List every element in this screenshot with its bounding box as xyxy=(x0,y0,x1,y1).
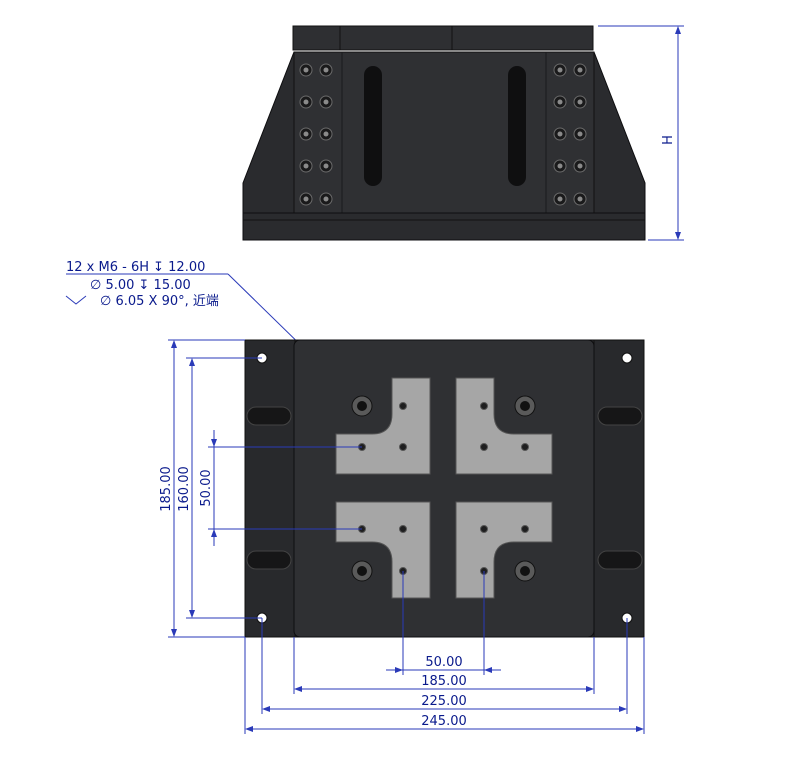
arrowhead xyxy=(636,726,644,732)
cap-screws xyxy=(351,395,536,582)
dim-h-185: 185.00 xyxy=(421,674,467,689)
dimensions: 185.00 160.00 50.00 50.00 185.00 xyxy=(159,339,645,734)
front-view: H xyxy=(242,25,684,241)
countersink-symbol xyxy=(65,295,87,305)
screw-socket xyxy=(557,163,563,169)
screw-heads xyxy=(299,63,587,206)
screw-socket xyxy=(577,131,583,137)
cap-screw-socket xyxy=(520,401,530,411)
arrowhead xyxy=(211,529,217,537)
arrowhead xyxy=(189,610,195,618)
left-rail xyxy=(244,339,296,638)
clamp-lug xyxy=(246,550,292,570)
screw-socket xyxy=(323,196,329,202)
cap-screw-socket xyxy=(520,566,530,576)
arrowhead xyxy=(395,667,403,673)
threaded-hole xyxy=(480,443,488,451)
threaded-hole xyxy=(399,443,407,451)
screw-socket xyxy=(557,99,563,105)
clamp-lug xyxy=(246,406,292,426)
dim-v-185: 185.00 xyxy=(159,466,174,512)
threaded-hole xyxy=(521,443,529,451)
cap-screw-socket xyxy=(357,401,367,411)
clamp-lug xyxy=(597,550,643,570)
screw-socket xyxy=(323,163,329,169)
screw-socket xyxy=(577,67,583,73)
plate-top-right xyxy=(455,377,553,475)
screw-socket xyxy=(577,99,583,105)
top-plate xyxy=(292,25,594,51)
arrowhead xyxy=(294,686,302,692)
arrowhead xyxy=(675,232,681,240)
arrowhead xyxy=(171,340,177,348)
arrowhead xyxy=(675,26,681,34)
dim-h-245: 245.00 xyxy=(421,714,467,729)
screw-socket xyxy=(323,131,329,137)
arrowhead xyxy=(189,358,195,366)
screw-socket xyxy=(303,67,309,73)
right-rail xyxy=(593,339,645,638)
arrowhead xyxy=(484,667,492,673)
height-label: H xyxy=(661,135,676,145)
threaded-hole xyxy=(521,525,529,533)
callout-line-1: 12 x M6 - 6H ↧ 12.00 xyxy=(66,260,205,275)
mount-hole xyxy=(621,352,633,364)
dim-v-160: 160.00 xyxy=(177,466,192,512)
screw-socket xyxy=(303,196,309,202)
clamp-lug xyxy=(597,406,643,426)
dim-h-225: 225.00 xyxy=(421,694,467,709)
dim-v-50: 50.00 xyxy=(199,469,214,506)
screw-socket xyxy=(557,131,563,137)
threaded-hole xyxy=(480,525,488,533)
screw-socket xyxy=(577,163,583,169)
top-view xyxy=(244,339,645,638)
threaded-hole xyxy=(399,402,407,410)
threaded-hole xyxy=(399,525,407,533)
screw-socket xyxy=(303,99,309,105)
screw-socket xyxy=(577,196,583,202)
arrowhead xyxy=(619,706,627,712)
screw-socket xyxy=(323,99,329,105)
arrowhead xyxy=(586,686,594,692)
arrowhead xyxy=(171,629,177,637)
callout-line-2: ∅ 5.00 ↧ 15.00 xyxy=(90,278,191,293)
arrowhead xyxy=(245,726,253,732)
screw-socket xyxy=(323,67,329,73)
plate-bottom-right xyxy=(455,501,553,599)
arrowhead xyxy=(262,706,270,712)
center-block-top xyxy=(293,339,595,638)
slot-left xyxy=(364,66,382,186)
dim-h-50: 50.00 xyxy=(425,655,462,670)
arrowhead xyxy=(211,439,217,447)
cap-screw-socket xyxy=(357,566,367,576)
screw-socket xyxy=(303,163,309,169)
screw-socket xyxy=(303,131,309,137)
center-block xyxy=(293,51,595,214)
screw-socket xyxy=(557,196,563,202)
screw-socket xyxy=(557,67,563,73)
base-plate xyxy=(242,212,646,241)
threaded-hole xyxy=(480,402,488,410)
callout-line-3: ∅ 6.05 X 90°, 近端 xyxy=(100,294,219,309)
slot-right xyxy=(508,66,526,186)
